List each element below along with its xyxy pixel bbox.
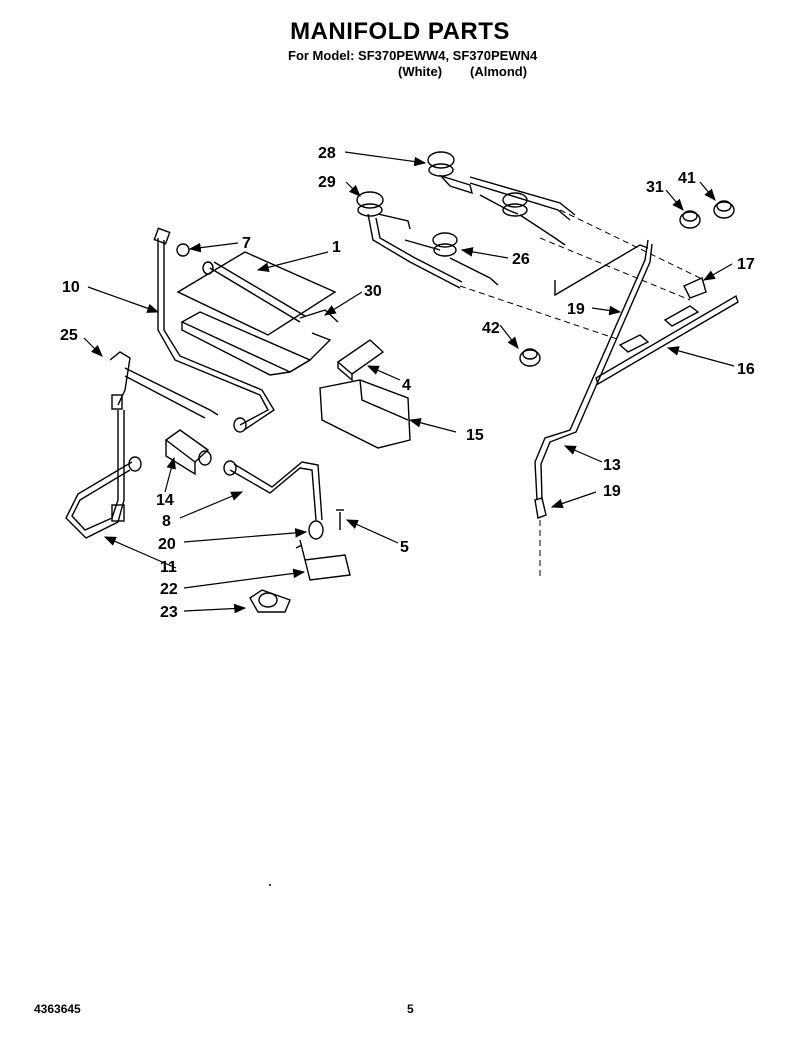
callout-8: 8: [162, 513, 171, 530]
gas-line-13: [534, 239, 653, 519]
callout-28: 28: [318, 145, 336, 162]
bracket-4: [336, 339, 385, 382]
callout-42: 42: [482, 320, 500, 337]
igniter-25: [109, 351, 219, 419]
callout-19-lower: 19: [603, 483, 621, 500]
safety-valve-14: [128, 429, 212, 476]
callout-4: 4: [402, 377, 411, 394]
variant-white: (White): [398, 64, 443, 79]
callout-11: 11: [160, 559, 177, 576]
callout-30: 30: [364, 283, 382, 300]
regulator-assembly: [249, 509, 351, 613]
callout-22: 22: [160, 581, 178, 598]
tube-8: [223, 460, 323, 521]
callout-25: 25: [60, 327, 78, 344]
burner-right: [479, 192, 566, 246]
callout-10: 10: [62, 279, 80, 296]
callout-7: 7: [242, 235, 251, 252]
page-number: 5: [407, 1002, 414, 1016]
callout-14: 14: [156, 492, 174, 509]
gas-tube-10: [153, 227, 275, 433]
callout-13: 13: [603, 457, 621, 474]
stray-dot: [269, 884, 271, 886]
callout-23: 23: [160, 604, 178, 621]
page-title: MANIFOLD PARTS: [290, 18, 510, 45]
burner-top: [427, 151, 576, 221]
callout-31: 31: [646, 179, 664, 196]
callout-16: 16: [737, 361, 755, 378]
knob-31-icon: [679, 210, 701, 229]
heat-shield-15: [319, 379, 411, 449]
callout-41: 41: [678, 170, 696, 187]
callout-1: 1: [332, 239, 341, 256]
baffle-30: [180, 309, 339, 376]
broil-shield-1: [176, 251, 337, 336]
callout-26: 26: [512, 251, 530, 268]
burner-tube-7: [176, 243, 306, 323]
knob-41-icon: [713, 200, 735, 219]
callout-19-upper: 19: [567, 301, 585, 318]
guide-lines: [459, 209, 701, 580]
callout-17: 17: [737, 256, 755, 273]
leader-lines: [83, 151, 735, 614]
document-number: 4363645: [34, 1002, 81, 1016]
burner-center: [404, 232, 499, 286]
callout-15: 15: [466, 427, 484, 444]
callout-5: 5: [400, 539, 409, 556]
tube-11: [65, 410, 133, 539]
burner-left: [356, 191, 463, 289]
knob-42-icon: [519, 348, 541, 367]
callout-29: 29: [318, 174, 336, 191]
manifold-rail: [595, 277, 739, 386]
model-line: For Model: SF370PEWW4, SF370PEWN4: [288, 48, 538, 63]
variant-almond: (Almond): [470, 64, 528, 79]
callout-20: 20: [158, 536, 176, 553]
